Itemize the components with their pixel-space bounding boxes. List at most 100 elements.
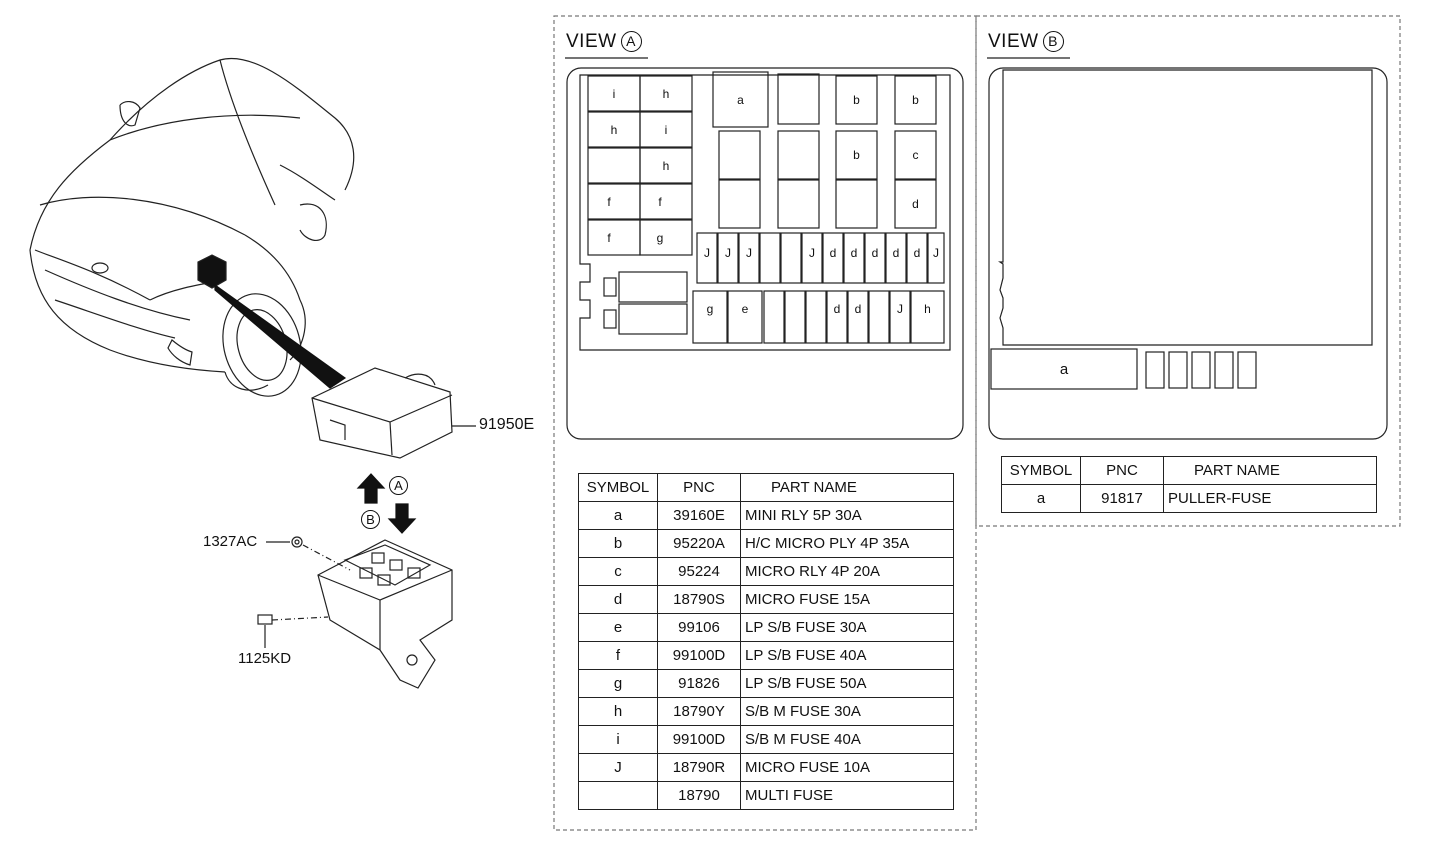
part-name-cell: MICRO RLY 4P 20A bbox=[740, 557, 954, 586]
slot-label: d bbox=[829, 246, 837, 260]
pnc-cell: 91826 bbox=[657, 669, 741, 698]
slot-label: b bbox=[912, 93, 919, 107]
fuse-box-cover bbox=[311, 367, 476, 459]
col-pnc-header: PNC bbox=[657, 473, 741, 502]
part-name-cell: H/C MICRO PLY 4P 35A bbox=[740, 529, 954, 558]
view-b-title-text: VIEW bbox=[988, 31, 1039, 52]
table-header-row: SYMBOL PNC PART NAME bbox=[578, 473, 954, 502]
symbol-cell: a bbox=[578, 501, 658, 530]
pnc-cell: 18790 bbox=[657, 781, 741, 810]
fuse-box-body bbox=[317, 539, 453, 689]
part-name-cell: LP S/B FUSE 50A bbox=[740, 669, 954, 698]
col-pnc-header: PNC bbox=[1080, 456, 1164, 485]
part-name-cell: MINI RLY 5P 30A bbox=[740, 501, 954, 530]
nut-part-number: 1327AC bbox=[203, 533, 258, 550]
slot-label: d bbox=[871, 246, 879, 260]
slot-label: h bbox=[662, 86, 670, 101]
view-b-badge: B bbox=[1042, 31, 1064, 52]
symbol-cell: c bbox=[578, 557, 658, 586]
slot-label: J bbox=[725, 246, 731, 260]
part-name-cell: LP S/B FUSE 40A bbox=[740, 641, 954, 670]
symbol-cell: i bbox=[578, 725, 658, 754]
slot-label: h bbox=[662, 158, 670, 173]
part-name-cell: LP S/B FUSE 30A bbox=[740, 613, 954, 642]
symbol-cell: h bbox=[578, 697, 658, 726]
pnc-cell: 95224 bbox=[657, 557, 741, 586]
pnc-cell: 39160E bbox=[657, 501, 741, 530]
slot-label: d bbox=[833, 302, 841, 316]
part-name-cell: MULTI FUSE bbox=[740, 781, 954, 810]
part-name-cell: S/B M FUSE 30A bbox=[740, 697, 954, 726]
slot-label: f bbox=[607, 194, 611, 209]
symbol-cell: f bbox=[578, 641, 658, 670]
part-name-cell: MICRO FUSE 15A bbox=[740, 585, 954, 614]
pnc-cell: 99106 bbox=[657, 613, 741, 642]
slot-label: d bbox=[912, 197, 919, 211]
slot-label: c bbox=[912, 148, 919, 162]
slot-label: i bbox=[664, 122, 668, 137]
arrow-a-badge: A bbox=[389, 476, 408, 495]
view-a-slots bbox=[587, 71, 945, 344]
slot-label: d bbox=[854, 302, 862, 316]
view-b-housing bbox=[988, 67, 1388, 440]
symbol-cell: d bbox=[578, 585, 658, 614]
bolt-part-number: 1125KD bbox=[238, 650, 292, 667]
symbol-cell: g bbox=[578, 669, 658, 698]
pnc-cell: 95220A bbox=[657, 529, 741, 558]
slot-label: b bbox=[853, 148, 860, 162]
pnc-cell: 18790Y bbox=[657, 697, 741, 726]
slot-label: J bbox=[897, 302, 903, 316]
symbol-cell: J bbox=[578, 753, 658, 782]
pnc-cell: 99100D bbox=[657, 725, 741, 754]
slot-label: a bbox=[1059, 360, 1069, 378]
symbol-cell: b bbox=[578, 529, 658, 558]
slot-label: h bbox=[924, 302, 931, 316]
arrow-b-badge: B bbox=[361, 510, 380, 529]
view-a-housing bbox=[566, 67, 964, 440]
symbol-cell bbox=[578, 781, 658, 810]
symbol-cell: e bbox=[578, 613, 658, 642]
slot-label: g bbox=[656, 230, 664, 245]
pnc-cell: 99100D bbox=[657, 641, 741, 670]
slot-label: J bbox=[704, 246, 710, 260]
slot-label: J bbox=[746, 246, 752, 260]
col-symbol-header: SYMBOL bbox=[1001, 456, 1081, 485]
col-part-name-header: PART NAME bbox=[740, 473, 954, 502]
table-header-row: SYMBOL PNC PART NAME bbox=[1001, 456, 1377, 485]
slot-label: f bbox=[607, 230, 611, 245]
col-symbol-header: SYMBOL bbox=[578, 473, 658, 502]
slot-label: d bbox=[892, 246, 900, 260]
slot-label: h bbox=[610, 122, 618, 137]
pnc-cell: 91817 bbox=[1080, 484, 1164, 513]
slot-label: d bbox=[850, 246, 858, 260]
slot-label: f bbox=[658, 194, 662, 209]
slot-label: i bbox=[612, 86, 616, 101]
part-name-cell: S/B M FUSE 40A bbox=[740, 725, 954, 754]
pnc-cell: 18790S bbox=[657, 585, 741, 614]
slot-label: e bbox=[741, 302, 749, 316]
part-name-cell: PULLER-FUSE bbox=[1163, 484, 1377, 513]
part-name-cell: MICRO FUSE 10A bbox=[740, 753, 954, 782]
pnc-cell: 18790R bbox=[657, 753, 741, 782]
slot-label: g bbox=[706, 302, 714, 316]
col-part-name-header: PART NAME bbox=[1163, 456, 1377, 485]
view-a-title-text: VIEW bbox=[566, 31, 617, 52]
slot-label: J bbox=[809, 246, 815, 260]
slot-label: b bbox=[853, 93, 860, 107]
symbol-cell: a bbox=[1001, 484, 1081, 513]
